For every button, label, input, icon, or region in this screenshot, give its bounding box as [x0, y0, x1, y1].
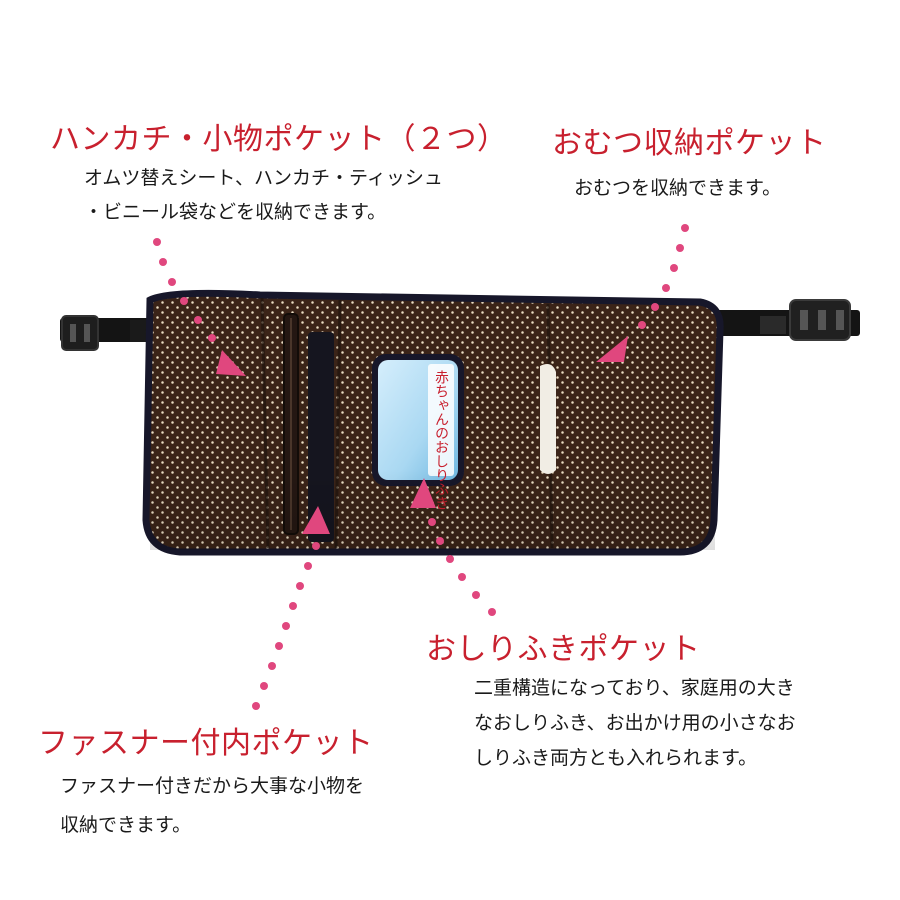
pointer-diaper	[596, 224, 689, 362]
pointer-zipper	[252, 506, 330, 710]
callout-line: しりふき両方とも入れられます。	[474, 747, 758, 769]
callout-line: 二重構造になっており、家庭用の大き	[474, 677, 795, 699]
callout-line: オムツ替えシート、ハンカチ・ティッシュ	[84, 167, 443, 189]
callout-line: おむつを収納できます。	[574, 177, 782, 199]
callout-line: なおしりふき、お出かけ用の小さなお	[474, 712, 796, 734]
pointer-wipes	[410, 478, 496, 616]
callout-wipes-pocket: おしりふきポケット 二重構造になっており、家庭用の大き なおしりふき、お出かけ用…	[426, 632, 796, 773]
callout-line: ファスナー付きだから大事な小物を	[60, 775, 365, 797]
callout-zipper-pocket: ファスナー付内ポケット ファスナー付きだから大事な小物を 収納できます。	[38, 726, 374, 840]
callout-diaper-pocket: おむつ収納ポケット おむつを収納できます。	[552, 126, 827, 202]
wipes-window: 赤ちゃんのおしりふき	[372, 354, 464, 510]
callout-title: おしりふきポケット	[426, 632, 701, 667]
callout-title: おむつ収納ポケット	[552, 126, 827, 161]
diaper-peek	[540, 364, 556, 474]
callout-title: ファスナー付内ポケット	[38, 726, 374, 761]
arrowhead-zipper	[302, 506, 330, 534]
callout-handkerchief-pocket: ハンカチ・小物ポケット（２つ） オムツ替えシート、ハンカチ・ティッシュ ・ビニー…	[50, 122, 508, 226]
callout-line: 収納できます。	[60, 814, 192, 836]
pointer-handkerchief	[153, 238, 246, 376]
arrowhead-handkerchief	[216, 350, 246, 376]
arrowhead-diaper	[596, 336, 628, 362]
callout-title: ハンカチ・小物ポケット（２つ）	[50, 122, 508, 157]
arrowhead-wipes	[410, 478, 436, 508]
callout-line: ・ビニール袋などを収納できます。	[84, 201, 387, 223]
right-strap	[710, 299, 860, 341]
